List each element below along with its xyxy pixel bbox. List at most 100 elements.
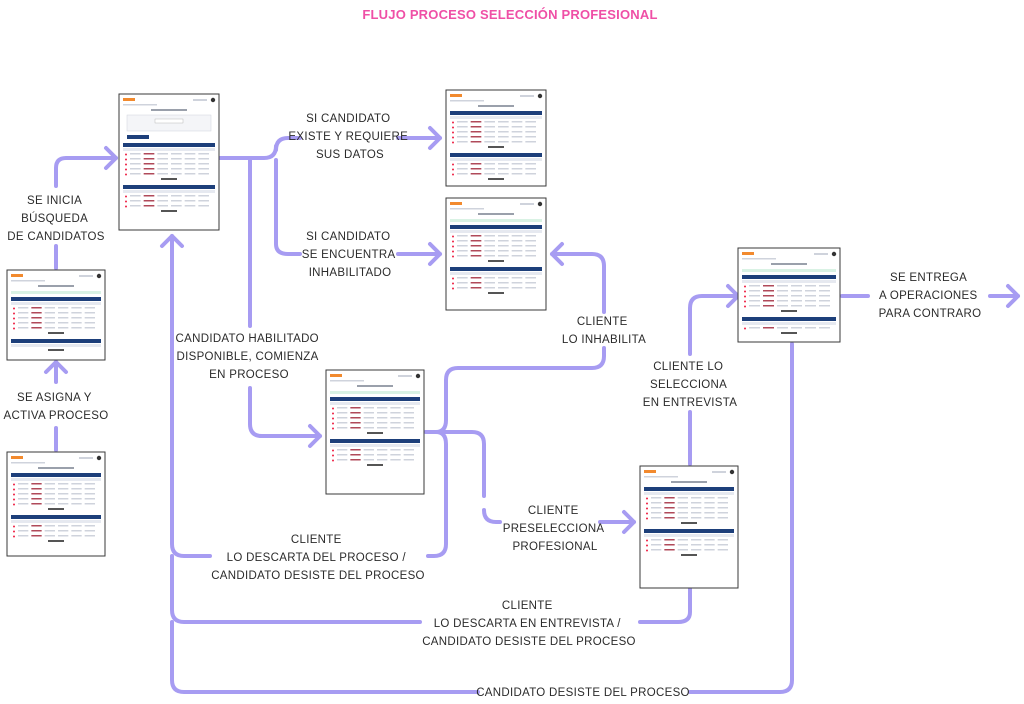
edge-descarta-entrevista-2 xyxy=(170,554,422,624)
pagination xyxy=(161,178,177,180)
table-cell xyxy=(403,417,414,419)
table-cell xyxy=(470,277,482,279)
table-cell xyxy=(704,512,715,514)
table-cell xyxy=(84,327,95,329)
label-line: SE INICIA xyxy=(27,195,82,207)
table-cell xyxy=(18,498,29,500)
table-cell xyxy=(763,290,774,292)
label-line: ACTIVA PROCESO xyxy=(4,410,109,422)
status-dot xyxy=(13,535,15,538)
table-cell xyxy=(791,305,802,307)
table-cell xyxy=(651,507,662,509)
table-cell xyxy=(677,512,688,514)
table-row xyxy=(125,200,209,203)
label-cliente-selecciona: CLIENTE LO SELECCIONA EN ENTREVISTA xyxy=(643,361,737,409)
label-line: A OPERACIONES xyxy=(879,290,978,302)
status-dot xyxy=(452,282,454,285)
table-cell xyxy=(704,497,715,499)
status-dot xyxy=(646,507,648,510)
table-cell xyxy=(403,449,414,451)
table-cell xyxy=(525,240,536,242)
table-row xyxy=(13,488,95,491)
table-cell xyxy=(819,290,830,292)
table-row xyxy=(646,502,728,505)
table-cell xyxy=(58,317,69,319)
search-input xyxy=(154,118,184,124)
label-se-inicia: SE INICIA BÚSQUEDA DE CANDIDATOS xyxy=(7,195,104,243)
table-cell xyxy=(664,544,675,546)
screen-asignar-proceso xyxy=(6,451,106,557)
table-cell xyxy=(31,322,42,324)
table-header xyxy=(450,153,542,157)
table-cell xyxy=(58,322,69,324)
table-cell xyxy=(805,300,816,302)
table-row xyxy=(13,530,95,533)
table-cell xyxy=(511,250,523,252)
breadcrumb xyxy=(11,280,45,282)
table-cell xyxy=(143,205,155,207)
table-row xyxy=(744,290,830,293)
table-cell xyxy=(470,255,482,257)
table-cell xyxy=(130,200,141,202)
screen-candidato-inhabilitado xyxy=(445,197,547,311)
table-cell xyxy=(525,255,536,257)
table-cell xyxy=(71,535,82,537)
edge-desiste xyxy=(688,342,794,694)
edge-preselecciona-2 xyxy=(482,508,502,524)
label-line: SELECCIONA xyxy=(650,379,727,391)
table-cell xyxy=(457,141,468,143)
table-header xyxy=(450,267,542,271)
table-column-header xyxy=(11,344,101,347)
table-cell xyxy=(18,307,29,309)
breadcrumb xyxy=(644,476,678,478)
table-cell xyxy=(677,544,688,546)
status-dot xyxy=(332,449,334,452)
table-cell xyxy=(470,168,482,170)
table-cell xyxy=(691,544,702,546)
table-cell xyxy=(691,539,702,541)
table-cell xyxy=(84,322,95,324)
table-cell xyxy=(484,255,495,257)
pagination xyxy=(488,292,504,294)
table-cell xyxy=(704,549,715,551)
arrow-habilitado xyxy=(308,424,322,448)
edge-desiste-2 xyxy=(170,620,480,694)
table-cell xyxy=(363,449,374,451)
table-cell xyxy=(691,497,702,499)
arrow-preselecciona xyxy=(622,510,636,534)
table-cell xyxy=(457,240,468,242)
table-cell xyxy=(71,488,82,490)
table-cell xyxy=(184,168,196,170)
table-cell xyxy=(470,235,482,237)
pagination xyxy=(488,178,504,180)
table-cell xyxy=(763,327,774,329)
table-cell xyxy=(704,544,715,546)
table-cell xyxy=(58,498,69,500)
table-cell xyxy=(71,503,82,505)
label-se-entrega: SE ENTREGA A OPERACIONES PARA CONTRARO xyxy=(879,272,982,320)
table-cell xyxy=(470,163,482,165)
table-cell xyxy=(717,497,728,499)
table-cell xyxy=(805,305,816,307)
table-cell xyxy=(44,525,55,527)
table-cell xyxy=(71,498,82,500)
label-line: SE ASIGNA Y xyxy=(17,392,92,404)
table-row xyxy=(452,168,536,171)
table-cell xyxy=(377,412,388,414)
status-dot xyxy=(452,173,454,176)
status-dot xyxy=(646,497,648,500)
pagination xyxy=(367,464,383,466)
table-cell xyxy=(184,200,196,202)
search-button xyxy=(127,135,149,139)
table-cell xyxy=(498,255,509,257)
table-cell xyxy=(484,168,495,170)
label-existe: SI CANDIDATO EXISTE Y REQUIERE SUS DATOS xyxy=(288,113,411,161)
status-dot xyxy=(744,300,746,303)
pagination xyxy=(681,522,697,524)
table-cell xyxy=(498,287,509,289)
table-cell xyxy=(363,422,374,424)
table-cell xyxy=(777,285,788,287)
table-cell xyxy=(498,121,509,123)
arrow-inhab xyxy=(428,242,442,266)
table-cell xyxy=(198,163,209,165)
